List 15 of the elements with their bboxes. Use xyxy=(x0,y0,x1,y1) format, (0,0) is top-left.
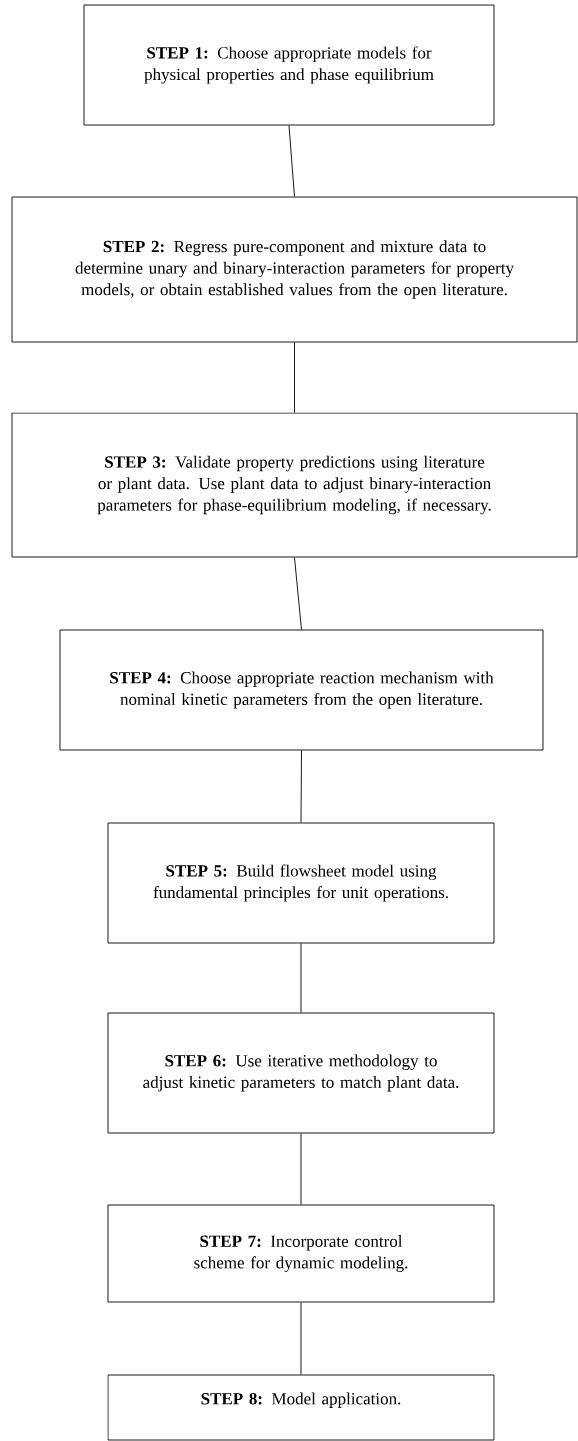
step-box: STEP 3: Validate property predictions using literature or plant data. Use plant data to adjust binary-interaction parameters for phase-equilibrium modeling, if necessary. xyxy=(11,412,578,558)
step-box: STEP 6: Use iterative methodology to adjust kinetic parameters to match plant data. xyxy=(107,1012,495,1134)
step-box: STEP 1: Choose appropriate models for physical properties and phase equilibrium xyxy=(83,4,495,126)
step-box: STEP 7: Incorporate control scheme for dynamic modeling. xyxy=(107,1204,495,1303)
step-box: STEP 2: Regress pure-component and mixture data to determine unary and binary-interaction parameters for property models, or obtain established values from the open literature. xyxy=(11,196,578,343)
step-box: STEP 8: Model application. xyxy=(107,1374,495,1441)
connector-line xyxy=(288,125,295,197)
step-box: STEP 4: Choose appropriate reaction mechanism with nominal kinetic parameters from the open literature. xyxy=(59,629,544,751)
connector-line xyxy=(300,1133,302,1205)
connector-line xyxy=(294,557,302,630)
step-box: STEP 5: Build flowsheet model using fundamental principles for unit operations. xyxy=(107,822,495,944)
connector-line xyxy=(300,943,302,1013)
connector-line xyxy=(294,342,295,413)
connector-line xyxy=(300,750,302,823)
connector-line xyxy=(300,1302,302,1375)
